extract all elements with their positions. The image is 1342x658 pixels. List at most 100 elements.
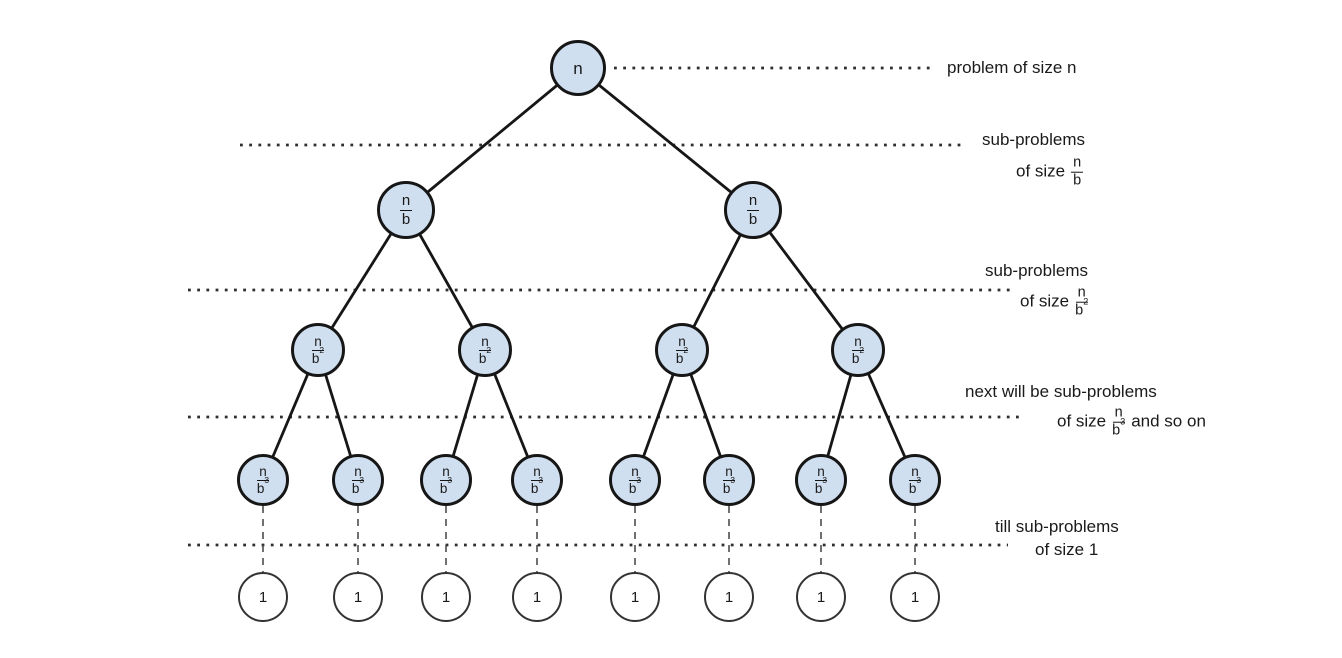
fraction-exponent: 3 xyxy=(447,475,453,486)
fraction-exponent: 3 xyxy=(636,475,642,486)
fraction-exponent: 3 xyxy=(822,475,828,486)
fraction-denominator: b3 xyxy=(628,475,642,496)
node-root: n xyxy=(550,40,606,96)
fraction-numerator: n xyxy=(1071,154,1084,173)
fraction-denominator: b xyxy=(748,210,758,228)
node-leaf-5: 1 xyxy=(610,572,660,622)
annotation-text: sub-problems xyxy=(985,261,1088,280)
fraction-numerator: n xyxy=(257,463,269,481)
node-leaf-2: 1 xyxy=(333,572,383,622)
fraction-exponent: 2 xyxy=(319,345,325,356)
fraction-exponent: 3 xyxy=(730,475,736,486)
fraction-denominator: b3 xyxy=(1112,416,1126,439)
fraction-numerator: n xyxy=(440,463,452,481)
annotation-text: of size 1 xyxy=(1035,540,1099,559)
annotation-text: of size xyxy=(1016,162,1066,181)
fraction-denominator: b3 xyxy=(256,475,270,496)
annotation-text: till sub-problems xyxy=(995,517,1119,536)
annotation-text: and so on xyxy=(1131,412,1206,431)
fraction-denominator: b xyxy=(1073,172,1082,189)
annotation-next-subproblems-size-n-over-b3-line-1: next will be sub-problems xyxy=(965,382,1157,402)
node-label: 1 xyxy=(258,588,268,606)
fraction-exponent: 3 xyxy=(538,475,544,486)
fraction-denominator: b3 xyxy=(439,475,453,496)
annotation-till-subproblems-size-1-line-1: till sub-problems xyxy=(995,517,1119,537)
node-leaf-1: 1 xyxy=(238,572,288,622)
fraction-numerator: n xyxy=(815,463,827,481)
node-label: 1 xyxy=(724,588,734,606)
annotation-text: of size xyxy=(1020,292,1070,311)
fraction-exponent: 3 xyxy=(916,475,922,486)
node-leaf-7: 1 xyxy=(796,572,846,622)
annotation-subproblems-size-n-over-b-line-1: sub-problems xyxy=(982,130,1085,150)
fraction-denominator: b3 xyxy=(908,475,922,496)
annotation-text: of size xyxy=(1057,412,1107,431)
node-label: 1 xyxy=(353,588,363,606)
fraction-numerator: n xyxy=(1112,404,1125,423)
fraction-exponent: 3 xyxy=(264,475,270,486)
node-label: 1 xyxy=(630,588,640,606)
fraction-numerator: n xyxy=(312,333,324,351)
fraction-numerator: n xyxy=(723,463,735,481)
fraction-numerator: n xyxy=(852,333,864,351)
fraction-exponent: 2 xyxy=(683,345,689,356)
fraction-exponent: 2 xyxy=(486,345,492,356)
fraction-exponent: 2 xyxy=(1083,296,1089,307)
fraction-exponent: 3 xyxy=(359,475,365,486)
annotation-subproblems-size-n-over-b2-line-1: sub-problems xyxy=(985,261,1088,281)
tree-edge-nb-right-nb2-4 xyxy=(751,209,860,351)
fraction-numerator: n xyxy=(399,192,413,211)
fraction-denominator: b2 xyxy=(675,345,689,366)
fraction-denominator: b2 xyxy=(1075,296,1089,319)
fraction-numerator: n xyxy=(746,192,760,211)
fraction-denominator: b xyxy=(401,210,411,228)
fraction-numerator: n xyxy=(1075,284,1088,303)
fraction-denominator: b2 xyxy=(311,345,325,366)
fraction-denominator: b2 xyxy=(851,345,865,366)
fraction-denominator: b3 xyxy=(722,475,736,496)
annotation-text: problem of size n xyxy=(947,58,1077,77)
node-label: 1 xyxy=(441,588,451,606)
fraction-numerator: n xyxy=(531,463,543,481)
node-label: 1 xyxy=(910,588,920,606)
annotation-text: next will be sub-problems xyxy=(965,382,1157,401)
fraction-denominator: b3 xyxy=(814,475,828,496)
fraction-numerator: n xyxy=(676,333,688,351)
fraction-denominator: b2 xyxy=(478,345,492,366)
fraction-numerator: n xyxy=(629,463,641,481)
fraction-numerator: n xyxy=(909,463,921,481)
fraction-numerator: n xyxy=(479,333,491,351)
node-leaf-4: 1 xyxy=(512,572,562,622)
tree-edge-root-nb-left xyxy=(405,66,579,212)
